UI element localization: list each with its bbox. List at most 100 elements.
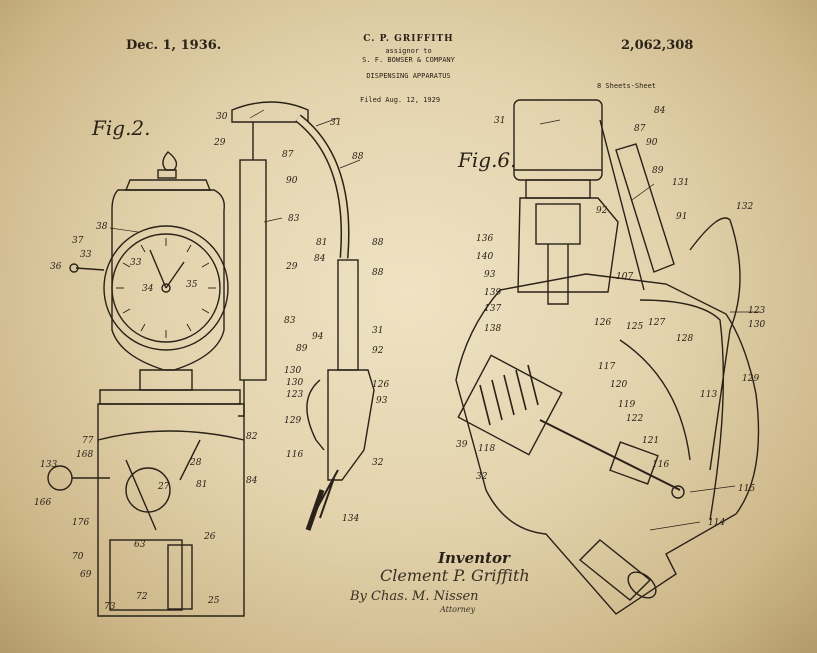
ref-numeral: 136 (476, 234, 494, 244)
ref-numeral: 94 (312, 332, 324, 342)
ref-numeral: 36 (50, 262, 62, 272)
ref-numeral: 132 (736, 202, 754, 212)
ref-numeral: 116 (286, 450, 304, 460)
ref-numeral: 128 (676, 334, 694, 344)
ref-numeral: 28 (190, 458, 202, 468)
attorney-signature: By Chas. M. Nissen (350, 589, 479, 604)
ref-numeral: 129 (284, 416, 302, 426)
ref-numeral: 32 (372, 458, 384, 468)
ref-numeral: 107 (616, 272, 634, 282)
ref-numeral: 89 (296, 344, 308, 354)
ref-numeral: 30 (216, 112, 228, 122)
ref-numeral: 176 (72, 518, 90, 528)
ref-numeral: 116 (652, 460, 670, 470)
inventor-name: C. P. GRIFFITH (363, 34, 454, 44)
ref-numeral: 84 (246, 476, 258, 486)
ref-numeral: 31 (494, 116, 506, 126)
ref-numeral: 122 (626, 414, 644, 424)
ref-numeral: 33 (130, 258, 142, 268)
ref-numeral: 113 (700, 390, 718, 400)
ref-numeral: 34 (142, 284, 154, 294)
ref-numeral: 87 (634, 124, 646, 134)
ref-numeral: 77 (82, 436, 94, 446)
ref-numeral: 131 (672, 178, 690, 188)
ref-numeral: 126 (372, 380, 390, 390)
ref-numeral: 130 (284, 366, 302, 376)
ref-numeral: 38 (96, 222, 108, 232)
ref-numeral: 84 (314, 254, 326, 264)
ref-numeral: 130 (748, 320, 766, 330)
ref-numeral: 92 (596, 206, 608, 216)
ref-numeral: 117 (598, 362, 616, 372)
sight-gauge (513, 99, 603, 181)
ref-numeral: 91 (676, 212, 688, 222)
ref-numeral: 35 (186, 280, 198, 290)
ref-numeral: 81 (196, 480, 208, 490)
ref-numeral: 84 (654, 106, 666, 116)
ref-numeral: 115 (738, 484, 756, 494)
ref-numeral: 90 (286, 176, 298, 186)
ref-numeral: 123 (748, 306, 766, 316)
ref-numeral: 26 (204, 532, 216, 542)
ref-numeral: 114 (708, 518, 726, 528)
ref-numeral: 88 (372, 238, 384, 248)
ref-numeral: 166 (34, 498, 52, 508)
patent-title: DISPENSING APPARATUS (366, 72, 451, 80)
ref-numeral: 29 (286, 262, 298, 272)
ref-numeral: 87 (282, 150, 294, 160)
attorney-label: Attorney (440, 605, 476, 614)
ref-numeral: 123 (286, 390, 304, 400)
standpipe (239, 159, 267, 381)
ref-numeral: 134 (342, 514, 360, 524)
ref-numeral: 119 (618, 400, 636, 410)
ref-numeral: 33 (80, 250, 92, 260)
pump-finial (162, 151, 178, 171)
ref-numeral: 69 (80, 570, 92, 580)
pump-base (97, 403, 245, 617)
ref-numeral: 25 (208, 596, 220, 606)
fig6-label: Fig.6. (458, 148, 517, 172)
ref-numeral: 92 (372, 346, 384, 356)
company-name: S. F. BOWSER & COMPANY (362, 56, 455, 64)
ref-numeral: 90 (646, 138, 658, 148)
ref-numeral: 83 (288, 214, 300, 224)
pump-head (111, 189, 225, 371)
ref-numeral: 29 (214, 138, 226, 148)
ref-numeral: 89 (652, 166, 664, 176)
ref-numeral: 31 (330, 118, 342, 128)
ref-numeral: 37 (72, 236, 84, 246)
ref-numeral: 140 (476, 252, 494, 262)
ref-numeral: 27 (158, 482, 170, 492)
fig2-label: Fig.2. (92, 116, 151, 140)
ref-numeral: 120 (610, 380, 628, 390)
patent-number: 2,062,308 (621, 38, 694, 53)
dial-outer (103, 225, 229, 351)
inventor-heading: Inventor (438, 549, 510, 567)
ref-numeral: 121 (642, 436, 660, 446)
ref-numeral: 88 (372, 268, 384, 278)
ref-numeral: 168 (76, 450, 94, 460)
patent-date: Dec. 1, 1936. (126, 38, 222, 53)
ref-numeral: 73 (104, 602, 116, 612)
ref-numeral: 133 (40, 460, 58, 470)
ref-numeral: 70 (72, 552, 84, 562)
ref-numeral: 127 (648, 318, 666, 328)
ref-numeral: 31 (372, 326, 384, 336)
ref-numeral: 82 (246, 432, 258, 442)
ref-numeral: 88 (352, 152, 364, 162)
ref-numeral: 125 (626, 322, 644, 332)
ref-numeral: 130 (286, 378, 304, 388)
nozzle-body (455, 273, 760, 615)
ref-numeral: 126 (594, 318, 612, 328)
ref-numeral: 118 (478, 444, 496, 454)
ref-numeral: 93 (376, 396, 388, 406)
sheet-count: 8 Sheets-Sheet (597, 82, 657, 90)
ref-numeral: 72 (136, 592, 148, 602)
assignor-line: assignor to (385, 47, 432, 55)
ref-numeral: 83 (284, 316, 296, 326)
ref-numeral: 93 (484, 270, 496, 280)
ref-numeral: 63 (134, 540, 146, 550)
ref-numeral: 32 (476, 472, 488, 482)
